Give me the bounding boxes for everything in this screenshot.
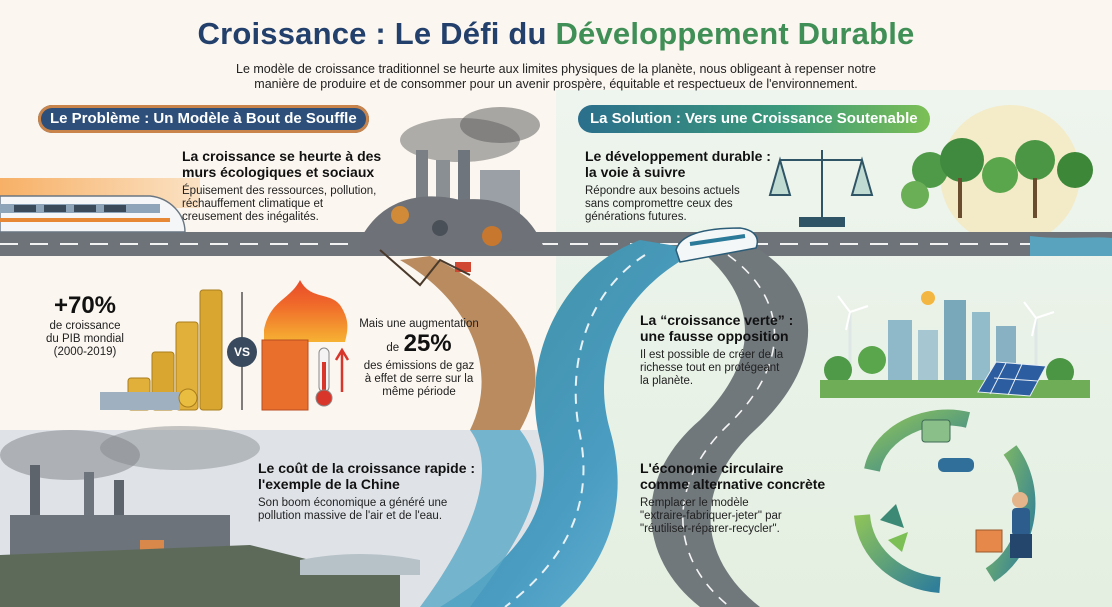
- solution-section-label: La Solution : Vers une Croissance Souten…: [578, 105, 930, 133]
- sustainable-block: Le développement durable : la voie à sui…: [585, 148, 771, 223]
- solar-panel-icon: [977, 361, 1047, 397]
- walls-block: La croissance se heurte à des murs écolo…: [182, 148, 382, 224]
- curved-road: [651, 250, 809, 607]
- vs-label: VS: [233, 345, 250, 359]
- walls-text-2: réchauffement climatique et: [182, 198, 324, 210]
- circular-economy-block: L'économie circulaire comme alternative …: [640, 460, 826, 535]
- wind-turbine-icon: [837, 295, 1055, 372]
- balance-scale-icon: [768, 150, 874, 227]
- page-subtitle: Le modèle de croissance traditionnel se …: [236, 62, 876, 91]
- walls-heading-1: La croissance se heurte à des: [182, 148, 382, 164]
- walls-heading-2: murs écologiques et sociaux: [182, 164, 375, 180]
- train-icon: [0, 195, 186, 233]
- emissions-value: 25%: [403, 330, 452, 357]
- vs-badge: [227, 337, 257, 367]
- battery-icon: [921, 419, 974, 472]
- fire-icon: [261, 280, 348, 411]
- china-heading-1: Le coût de la croissance rapide :: [258, 460, 476, 476]
- thermometer-icon: [315, 347, 350, 407]
- problem-section-label: Le Problème : Un Modèle à Bout de Souffl…: [38, 105, 369, 133]
- china-block: Le coût de la croissance rapide : l'exem…: [258, 460, 488, 523]
- walls-text-3: creusement des inégalités.: [182, 211, 319, 223]
- bullet-train-icon: [675, 227, 759, 263]
- page-title: Croissance : Le Défi du Développement Du…: [197, 16, 915, 51]
- main-river-road: [440, 240, 700, 607]
- walls-text-1: Épuisement des ressources, pollution,: [182, 185, 377, 197]
- recycle-icon: [854, 409, 1036, 593]
- factory-ruins-icon: [360, 107, 545, 287]
- china-heading-2: l'exemple de la Chine: [258, 476, 400, 492]
- worker-icon: [975, 492, 1032, 558]
- green-growth-block: La “croissance verte” : une fausse oppos…: [640, 312, 794, 387]
- forest-icon: [901, 138, 1112, 256]
- gdp-value: +70%: [53, 292, 117, 319]
- coins-icon: [100, 289, 223, 411]
- emissions-stat: Mais une augmentation de 25% des émissio…: [359, 318, 479, 398]
- dirt-road: [400, 256, 536, 430]
- gdp-stat: +70% de croissance du PIB mondial (2000-…: [40, 292, 130, 359]
- smokestack-icon: [0, 426, 420, 607]
